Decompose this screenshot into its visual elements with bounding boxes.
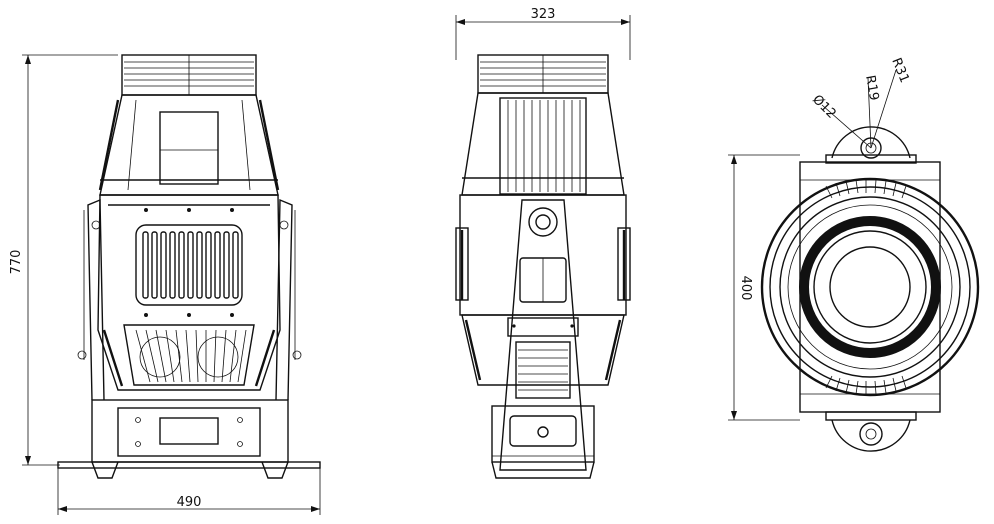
front-view: 770 490 (9, 54, 321, 515)
front-height-label: 770 (9, 250, 24, 275)
side-width-label: 323 (531, 7, 556, 22)
front-width-label: 490 (177, 495, 202, 510)
top-height-label: 400 (738, 276, 753, 301)
radius-outer-label: R31 (888, 56, 911, 85)
radius-inner-label: R19 (862, 74, 881, 102)
ring-diameter-label: Ø12 (809, 92, 839, 122)
side-view: 323 (455, 7, 631, 479)
top-view: 400 Ø12 R19 R31 (728, 56, 980, 452)
